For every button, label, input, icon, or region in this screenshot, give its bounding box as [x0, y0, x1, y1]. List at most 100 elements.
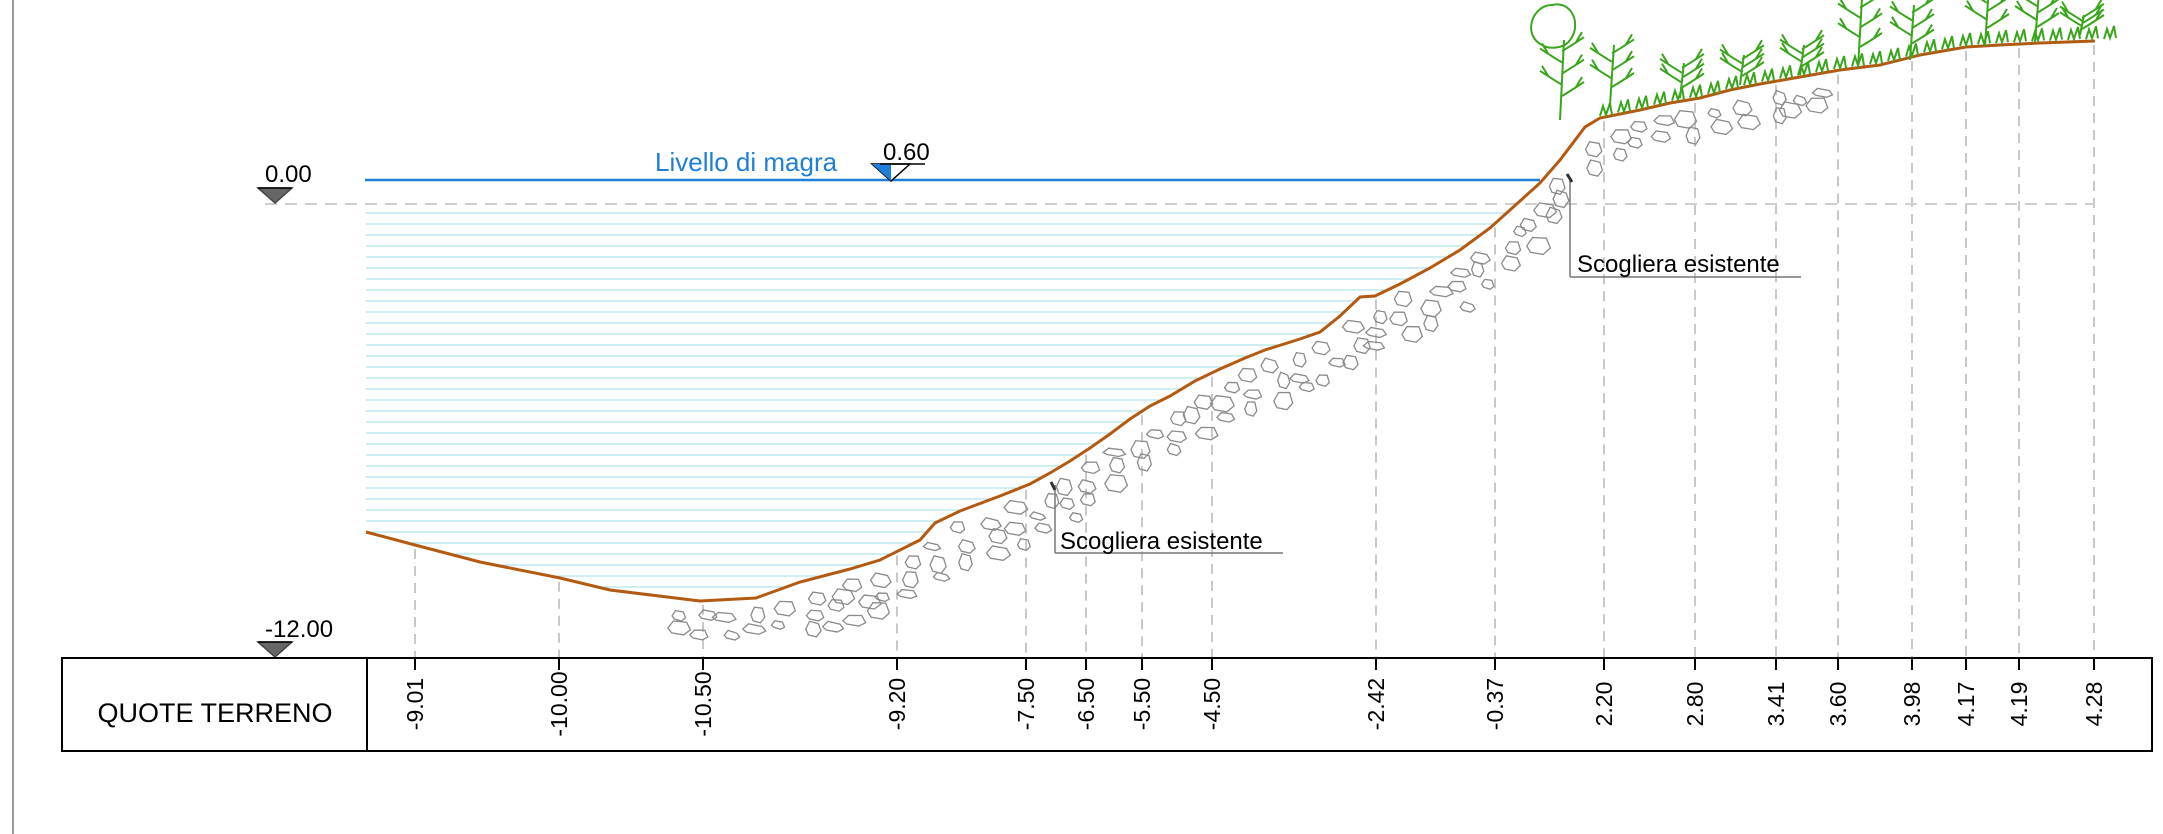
rock-outline: [1102, 447, 1127, 458]
grass-tuft: [1779, 65, 1793, 81]
terrain-elevation-value: -4.50: [1199, 678, 1225, 730]
terrain-elevation-value: -7.50: [1013, 678, 1039, 730]
rock-outline: [1003, 521, 1027, 537]
rock-outline: [980, 516, 1002, 531]
rock-outline: [1627, 136, 1643, 149]
callout-rock-upper: Scogliera esistente: [1565, 173, 1801, 278]
rock-outline: [1209, 394, 1236, 413]
vegetation-shrub: [1589, 33, 1635, 106]
elevation-table: QUOTE TERRENO -9.01-10.00-10.50-9.20-7.5…: [61, 657, 2153, 752]
rock-outline: [1707, 107, 1722, 119]
rock-outline: [1277, 371, 1291, 390]
rock-outline: [1364, 326, 1388, 339]
grass-tuft: [2067, 26, 2081, 43]
rock-outline: [805, 609, 825, 622]
rock-outline: [1028, 511, 1047, 521]
rock-outline: [1068, 512, 1084, 524]
rock-outline: [841, 578, 863, 593]
rock-outline: [1136, 453, 1153, 472]
rock-outline: [866, 602, 891, 620]
rock-outline: [1193, 394, 1214, 410]
level-water-label: 0.60: [883, 139, 930, 166]
rock-outline: [821, 620, 845, 633]
rock-outline: [1525, 236, 1552, 256]
rock-outline: [1059, 497, 1075, 511]
rock-outline: [949, 521, 966, 534]
rock-outline: [1552, 189, 1570, 209]
rock-outline: [1673, 110, 1698, 129]
terrain-elevation-value: -9.01: [402, 678, 428, 730]
vegetation-shrub: [1837, 0, 1883, 69]
rock-outline: [1423, 314, 1439, 333]
rock-outline: [697, 609, 718, 621]
terrain-elevation-value: -9.20: [884, 678, 910, 730]
grass-tuft: [1959, 32, 1973, 49]
rock-outline: [723, 629, 741, 641]
rock-outline: [1548, 177, 1566, 196]
rock-outline: [689, 629, 709, 641]
rock-outline: [1470, 260, 1485, 278]
rock-outline: [1342, 354, 1359, 371]
water-level-label: Livello di magra: [655, 147, 838, 177]
rock-outline: [711, 611, 737, 623]
rock-outline: [1223, 381, 1241, 394]
grass-tuft: [2013, 28, 2027, 45]
terrain-elevation-value: 4.19: [2006, 682, 2032, 727]
rock-outline: [1166, 442, 1182, 457]
rock-outline: [1532, 202, 1558, 219]
terrain-elevation-value: -0.37: [1482, 678, 1508, 730]
grass-tuft: [1761, 68, 1775, 84]
grass-tuft: [1815, 58, 1829, 75]
rock-outline: [1216, 411, 1236, 423]
rock-outline: [1104, 474, 1129, 493]
rock-outline: [1108, 456, 1126, 474]
rock-outline: [1327, 357, 1346, 368]
grass-tuft: [1689, 84, 1703, 100]
rock-outline: [1612, 147, 1628, 162]
grass-tuft: [1635, 95, 1649, 111]
rock-outline: [1372, 309, 1388, 325]
rock-outline: [773, 600, 797, 617]
rock-outline: [1145, 429, 1165, 440]
terrain-elevation-value: 3.60: [1825, 682, 1851, 727]
vegetation-shrub: [1719, 39, 1765, 86]
rock-outline: [929, 555, 947, 574]
level-symbol-water: 0.60: [870, 139, 930, 183]
rock-outline: [857, 594, 882, 610]
rock-outline: [831, 588, 856, 606]
rock-outline: [1778, 101, 1803, 119]
rock-upper-label: Scogliera esistente: [1577, 251, 1780, 278]
rock-outline: [1772, 107, 1787, 125]
rock-outline: [1629, 120, 1648, 133]
rock-outline: [1182, 405, 1201, 425]
level-bottom-label: -12.00: [265, 616, 333, 643]
table-values: -9.01-10.00-10.50-9.20-7.50-6.50-5.50-4.…: [402, 658, 2107, 737]
rock-outline: [1504, 241, 1522, 256]
grass-tuft: [1797, 62, 1811, 78]
rock-outline: [1292, 351, 1307, 368]
rock-outline: [932, 571, 951, 582]
water-hatch: [366, 212, 1505, 588]
vegetation-shrub: [1779, 29, 1825, 76]
rock-outline: [1362, 340, 1386, 351]
grass-tuft: [1941, 35, 1955, 52]
rock-outline: [1469, 251, 1491, 265]
rock-outline: [1653, 115, 1676, 127]
rock-outline: [1044, 493, 1060, 510]
rock-outline: [1194, 426, 1219, 441]
rock-outline: [827, 598, 845, 612]
grass-tuft: [2049, 27, 2063, 43]
rock-outline: [1449, 267, 1472, 278]
callout-rock-lower: Scogliera esistente: [1049, 481, 1283, 555]
rock-outline: [1500, 255, 1522, 272]
rock-outline: [1166, 430, 1188, 444]
rock-outline: [1805, 97, 1829, 114]
rock-outline: [770, 620, 786, 630]
rock-outline: [1079, 493, 1096, 507]
rock-outline: [1586, 159, 1604, 177]
rock-outline: [841, 614, 867, 627]
rock-outline: [1811, 87, 1834, 98]
level-zero-label: 0.00: [265, 161, 312, 188]
terrain-elevation-value: -6.50: [1073, 678, 1099, 730]
